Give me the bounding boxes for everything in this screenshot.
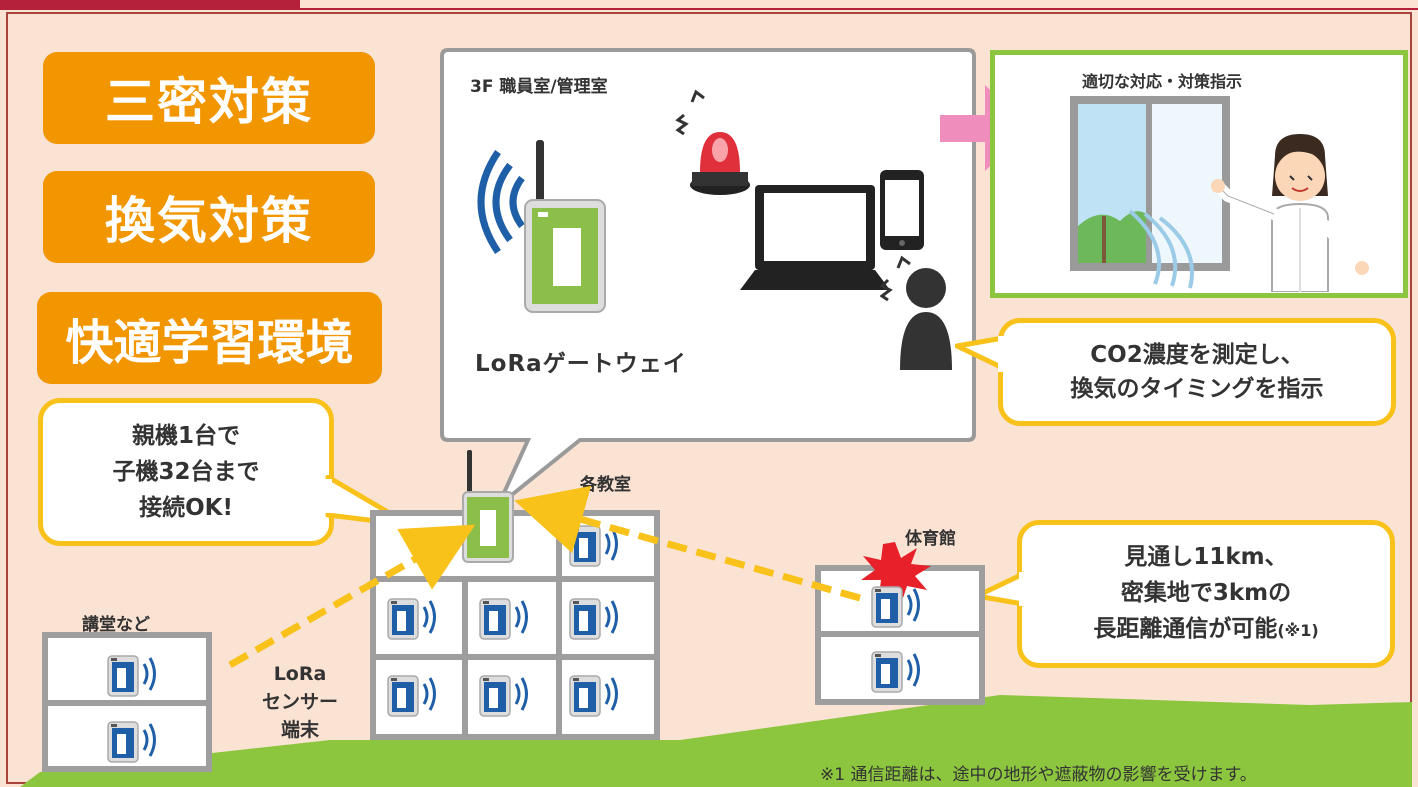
sensor-device-icon: [387, 675, 436, 717]
parent-text-line1: 親機1台で: [131, 423, 240, 449]
sensor-label: LoRa センサー 端末: [252, 660, 348, 744]
sensor-label-line2: センサー: [261, 691, 338, 713]
gateway-label: LoRaゲートウェイ: [475, 351, 687, 377]
footnote: ※1 通信距離は、途中の地形や遮蔽物の影響を受けます。: [820, 765, 1257, 785]
range-note: (※1): [1277, 621, 1319, 640]
sensor-device-icon: [871, 586, 920, 628]
classrooms-label: 各教室: [580, 475, 631, 495]
link-auditorium-to-gateway: [228, 524, 476, 669]
co2-text-line2: 換気のタイミングを指示: [1070, 376, 1324, 402]
range-text-line1: 見通し11km、: [1124, 544, 1288, 570]
range-bubble-tail: [975, 571, 1025, 607]
sensor-device-icon: [107, 655, 156, 697]
instruction-title: 適切な対応・対策指示: [1082, 72, 1243, 91]
co2-text-line1: CO2濃度を測定し、: [1090, 342, 1304, 368]
sensor-device-icon: [479, 598, 528, 640]
label-kanki: 換気対策: [43, 171, 375, 263]
co2-bubble: CO2濃度を測定し、 換気のタイミングを指示: [998, 318, 1396, 426]
sensor-label-line1: LoRa: [273, 663, 327, 685]
sensor-device-icon: [569, 675, 618, 717]
sensor-device-icon: [569, 598, 618, 640]
staff-person-icon: [880, 255, 952, 370]
co2-bubble-tail: [955, 335, 1005, 372]
range-text-line3: 長距離通信が可能: [1093, 616, 1278, 642]
sensor-device-icon: [107, 721, 156, 763]
range-text-line2: 密集地で3kmの: [1120, 580, 1292, 606]
auditorium-label: 講堂など: [82, 615, 150, 635]
smartphone-icon: [880, 170, 924, 250]
parent-device-bubble: 親機1台で 子機32台まで 接続OK!: [38, 398, 334, 546]
alert-burst-icon: [861, 542, 931, 598]
window-teacher-illustration: [1070, 96, 1369, 292]
sensor-device-icon: [871, 651, 920, 693]
lora-gateway-icon: [477, 140, 606, 313]
parent-text-line3: 接続OK!: [139, 495, 233, 521]
laptop-icon: [740, 185, 890, 290]
alarm-light-icon: [675, 89, 750, 195]
sensor-label-line3: 端末: [280, 719, 319, 741]
gym-label: 体育館: [905, 529, 956, 549]
header-line: [0, 8, 1418, 10]
office-room-title: 3F 職員室/管理室: [470, 77, 608, 97]
sensor-device-icon: [387, 598, 436, 640]
label-mitsu: 三密対策: [43, 52, 375, 144]
sensor-device-icon: [479, 675, 528, 717]
office-bubble: [440, 48, 976, 508]
label-kaiteki: 快適学習環境: [37, 292, 382, 384]
link-gym-to-gateway: [514, 485, 861, 602]
range-bubble: 見通し11km、 密集地で3kmの 長距離通信が可能(※1): [1017, 520, 1395, 668]
parent-text-line2: 子機32台まで: [112, 459, 260, 485]
header-accent: [0, 0, 300, 10]
